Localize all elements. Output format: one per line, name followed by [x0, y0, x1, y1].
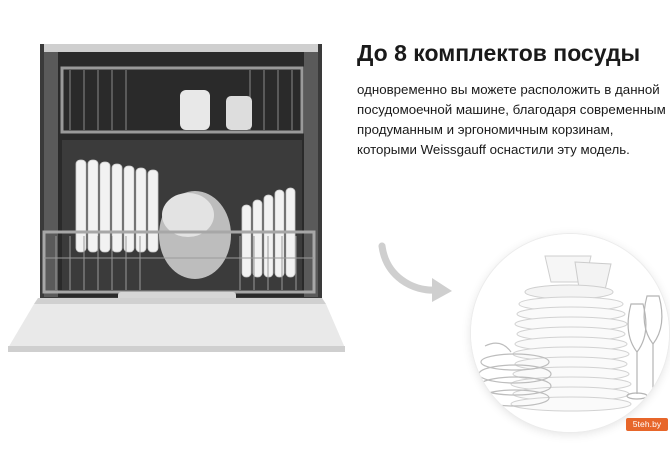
site-watermark: 5teh.by: [626, 418, 668, 431]
dishes-stack-image: [471, 234, 669, 432]
feature-description: одновременно вы можете расположить в дан…: [357, 82, 666, 157]
dishwasher-photo: [8, 44, 345, 352]
curved-arrow-icon: [378, 242, 452, 302]
page-title: До 8 комплектов посуды: [357, 40, 641, 66]
